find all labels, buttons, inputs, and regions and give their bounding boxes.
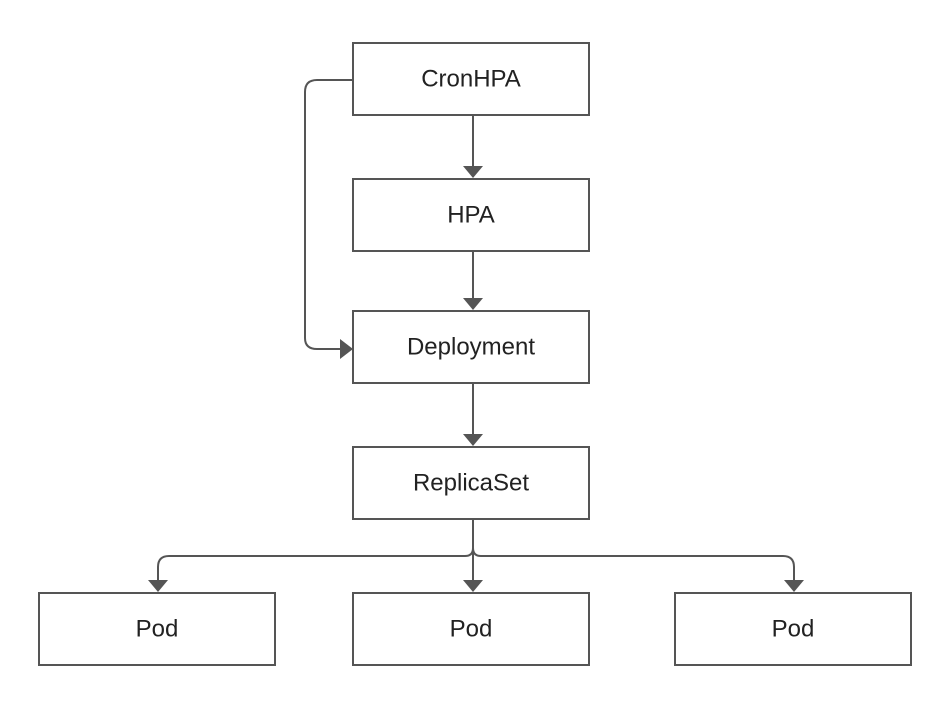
node-replicaset: ReplicaSet xyxy=(352,446,590,520)
edges xyxy=(148,79,804,592)
edge-replicaset-to-pod-3 xyxy=(472,519,804,592)
node-pod-2: Pod xyxy=(352,592,590,666)
node-label-pod-3: Pod xyxy=(772,616,815,643)
node-label-deployment: Deployment xyxy=(407,334,535,361)
node-hpa: HPA xyxy=(352,178,590,252)
node-label-pod-2: Pod xyxy=(450,616,493,643)
edge-deployment-to-replicaset xyxy=(463,383,483,446)
node-pod-3: Pod xyxy=(674,592,912,666)
node-deployment: Deployment xyxy=(352,310,590,384)
edge-cronhpa-to-deployment xyxy=(304,79,353,359)
edge-replicaset-to-pod-1 xyxy=(148,519,474,592)
node-label-pod-1: Pod xyxy=(136,616,179,643)
node-label-hpa: HPA xyxy=(447,202,495,229)
node-pod-1: Pod xyxy=(38,592,276,666)
edge-cronhpa-to-hpa xyxy=(463,115,483,178)
node-cronhpa: CronHPA xyxy=(352,42,590,116)
node-label-cronhpa: CronHPA xyxy=(421,66,521,93)
edge-hpa-to-deployment xyxy=(463,251,483,310)
node-label-replicaset: ReplicaSet xyxy=(413,470,529,497)
